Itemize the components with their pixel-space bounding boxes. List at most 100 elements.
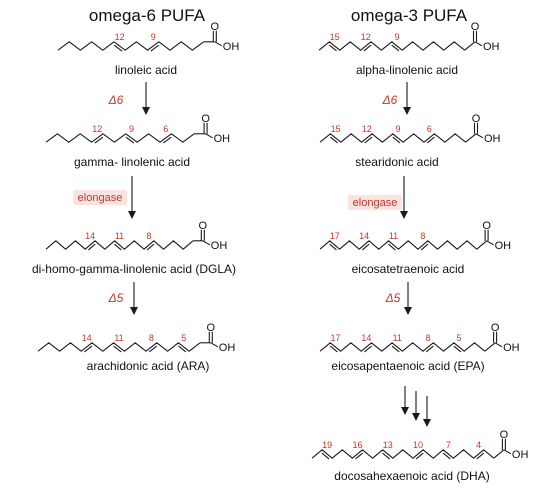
enzyme-label-d6-left: Δ6 [108, 93, 124, 107]
hydroxyl-group: OH [219, 342, 236, 354]
carbonyl-oxygen: O [211, 21, 220, 33]
double-bond-position-label: 11 [393, 333, 402, 343]
arrow-multistep-2 [412, 391, 420, 421]
carbonyl-oxygen: O [199, 220, 208, 232]
hydroxyl-group: OH [495, 240, 512, 252]
double-bond [113, 345, 122, 353]
molecule-name-ara: arachidonic acid (ARA) [87, 359, 210, 373]
omega6-header: omega-6 PUFA [89, 6, 206, 25]
double-bond [329, 136, 338, 144]
arrow-elongase-right [400, 176, 408, 219]
double-bond-position-label: 12 [362, 124, 372, 134]
double-bond-position-label: 10 [413, 440, 423, 450]
molecule-name-sda: stearidonic acid [355, 155, 438, 169]
carbonyl-oxygen: O [207, 322, 216, 334]
double-bond [388, 243, 396, 251]
double-bond-position-label: 9 [129, 124, 134, 134]
carboxyl-bond [484, 342, 496, 352]
double-bond-position-label: 17 [330, 231, 340, 241]
carbon-chain [37, 342, 201, 352]
double-bond [415, 452, 424, 460]
double-bond-position-label: 12 [115, 32, 125, 42]
carbon-chain [45, 240, 194, 250]
arrow-multistep-3 [423, 396, 431, 427]
double-bond-position-label: 19 [322, 440, 332, 450]
hydroxyl-bond [214, 41, 223, 47]
carbon-chain [319, 342, 486, 352]
double-bond [392, 136, 401, 144]
arrow-d5-left [130, 282, 138, 315]
double-bond-position-label: 8 [146, 231, 151, 241]
carbonyl-oxygen: O [201, 113, 210, 125]
carbon-chain [319, 240, 478, 250]
hydroxyl-group: OH [484, 133, 501, 145]
double-bond [391, 345, 400, 353]
double-bond-position-label: 8 [149, 333, 154, 343]
carbonyl-oxygen: O [472, 113, 481, 125]
carbonyl-oxygen: O [482, 220, 491, 232]
arrow-elongase-left [128, 176, 136, 219]
arrow-d5-right [404, 282, 412, 315]
dha-structure: 19 16 13 10 7 4 OOH [311, 429, 529, 461]
carbon-chain [311, 449, 495, 459]
double-bond [84, 345, 93, 353]
double-bond-position-label: 8 [426, 333, 431, 343]
enzyme-label-elongase-right: elongase [353, 197, 398, 209]
double-bond-position-label: 14 [85, 231, 95, 241]
molecule-name-gla: gamma- linolenic acid [74, 155, 190, 169]
carbon-chain [318, 41, 465, 51]
carboxyl-bond [465, 133, 477, 143]
hydroxyl-bond [494, 342, 503, 348]
carbonyl-oxygen: O [471, 21, 480, 33]
double-bond [476, 452, 485, 460]
enzyme-label-elongase-left: elongase [78, 192, 123, 204]
double-bond-position-label: 13 [383, 440, 393, 450]
hydroxyl-group: OH [512, 449, 529, 461]
molecule-name-dgla: di-homo-gamma-linolenic acid (DGLA) [32, 262, 236, 276]
hydroxyl-bond [205, 133, 213, 139]
arrow-multistep-1 [401, 386, 409, 415]
carboxyl-bond [493, 449, 505, 459]
double-bond [146, 243, 155, 251]
carbon-chain [57, 41, 204, 51]
double-bond [162, 136, 172, 144]
molecule-name-la: linoleic acid [115, 63, 177, 77]
double-bond-position-label: 7 [446, 440, 451, 450]
hydroxyl-bond [202, 240, 211, 246]
double-bond [94, 136, 104, 144]
double-bond-position-label: 4 [476, 440, 481, 450]
enzyme-label-d6-right: Δ6 [382, 93, 398, 107]
double-bond-position-label: 16 [352, 440, 362, 450]
molecule-name-dha: docosahexaenoic acid (DHA) [334, 469, 489, 483]
hydroxyl-group: OH [211, 240, 228, 252]
double-bond-position-label: 14 [359, 231, 369, 241]
double-bond [178, 345, 187, 353]
double-bond [150, 44, 160, 52]
double-bond-position-label: 12 [92, 124, 102, 134]
double-bond-position-label: 12 [361, 32, 371, 42]
carbonyl-oxygen: O [500, 429, 509, 441]
double-bond [148, 345, 158, 353]
elongase-highlight-right [348, 195, 402, 210]
carboxyl-bond [464, 41, 476, 51]
double-bond [382, 452, 390, 460]
double-bond [391, 44, 400, 52]
double-bond [442, 452, 451, 460]
molecule-name-ala: alpha-linolenic acid [356, 63, 458, 77]
arrow-d6-right [403, 82, 411, 115]
hydroxyl-group: OH [223, 41, 240, 53]
double-bond-position-label: 9 [395, 124, 400, 134]
enzyme-label-d5-left: Δ5 [108, 291, 124, 305]
hydroxyl-bond [503, 449, 512, 455]
double-bond [328, 44, 337, 52]
double-bond-position-label: 17 [330, 333, 340, 343]
double-bond [364, 136, 373, 144]
molecule-name-epa: eicosapentaenoic acid (EPA) [331, 359, 484, 373]
